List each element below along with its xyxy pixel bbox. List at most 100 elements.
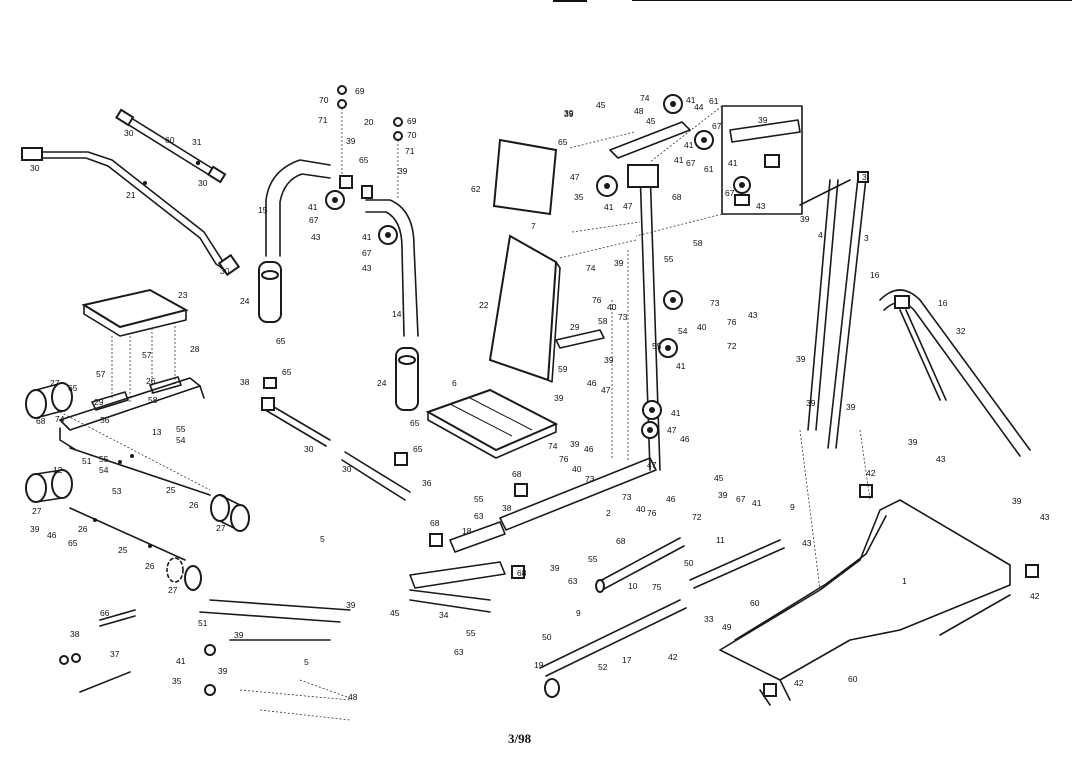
callout-18: 18 bbox=[462, 526, 472, 536]
callout-74b: 74 bbox=[640, 93, 650, 103]
callout-43c: 43 bbox=[756, 201, 766, 211]
callout-49: 49 bbox=[722, 622, 732, 632]
callout-60b: 60 bbox=[750, 598, 760, 608]
callout-39j: 39 bbox=[614, 258, 624, 268]
callout-63c: 63 bbox=[454, 647, 464, 657]
callout-37: 37 bbox=[110, 649, 120, 659]
callout-39e: 39 bbox=[234, 630, 244, 640]
callout-39a: 39 bbox=[30, 524, 40, 534]
callout-43a: 43 bbox=[311, 232, 321, 242]
callout-41a: 41 bbox=[308, 202, 318, 212]
callout-29b: 29 bbox=[570, 322, 580, 332]
callout-16a: 16 bbox=[870, 270, 880, 280]
callout-39m: 39 bbox=[570, 439, 580, 449]
callout-71b: 71 bbox=[405, 146, 415, 156]
callout-40c: 40 bbox=[572, 464, 582, 474]
arm-tube-right bbox=[365, 199, 419, 411]
callout-68d: 68 bbox=[616, 536, 626, 546]
callout-45c: 45 bbox=[714, 473, 724, 483]
callout-14: 14 bbox=[392, 309, 402, 319]
callout-27b: 27 bbox=[32, 506, 42, 516]
callout-73c: 73 bbox=[585, 474, 595, 484]
callout-41b: 41 bbox=[362, 232, 372, 242]
callout-38c: 38 bbox=[502, 503, 512, 513]
callout-47b: 47 bbox=[623, 201, 633, 211]
callout-23: 23 bbox=[178, 290, 188, 300]
callout-59: 59 bbox=[558, 364, 568, 374]
callout-25b: 25 bbox=[118, 545, 128, 555]
callout-46c: 46 bbox=[680, 434, 690, 444]
callout-30b: 30 bbox=[220, 266, 230, 276]
callout-66: 66 bbox=[100, 608, 110, 618]
callout-41g: 41 bbox=[604, 202, 614, 212]
callout-67a: 67 bbox=[309, 215, 319, 225]
callout-24b: 24 bbox=[377, 378, 387, 388]
callout-63b: 63 bbox=[568, 576, 578, 586]
callout-39l: 39 bbox=[554, 393, 564, 403]
callout-46b: 46 bbox=[587, 378, 597, 388]
rear-uprights bbox=[799, 171, 869, 449]
callout-38a: 38 bbox=[70, 629, 80, 639]
callout-48a: 48 bbox=[348, 692, 358, 702]
callout-46a: 46 bbox=[47, 530, 57, 540]
callout-41i: 41 bbox=[676, 361, 686, 371]
callout-16b: 16 bbox=[938, 298, 948, 308]
callout-65b: 65 bbox=[68, 538, 78, 548]
callout-65d: 65 bbox=[359, 155, 369, 165]
callout-34: 34 bbox=[439, 610, 449, 620]
callout-41k: 41 bbox=[752, 498, 762, 508]
callout-40d: 40 bbox=[636, 504, 646, 514]
callout-55b: 55 bbox=[99, 454, 109, 464]
callout-65a: 65 bbox=[68, 383, 78, 393]
callout-71a: 71 bbox=[318, 115, 328, 125]
callout-33: 33 bbox=[704, 614, 714, 624]
callout-62: 62 bbox=[471, 184, 481, 194]
callout-7: 7 bbox=[531, 221, 536, 231]
callout-2: 2 bbox=[606, 508, 611, 518]
callout-45d: 45 bbox=[390, 608, 400, 618]
callout-42b: 42 bbox=[866, 468, 876, 478]
callout-46e: 46 bbox=[666, 494, 676, 504]
callout-44: 44 bbox=[694, 102, 704, 112]
callout-12: 12 bbox=[53, 465, 63, 475]
callout-39c: 39 bbox=[398, 166, 408, 176]
callout-5a: 5 bbox=[320, 534, 325, 544]
callout-39r: 39 bbox=[800, 214, 810, 224]
callout-58b: 58 bbox=[693, 238, 703, 248]
straight-bar bbox=[115, 108, 227, 184]
callout-9b: 9 bbox=[790, 502, 795, 512]
callout-43g: 43 bbox=[936, 454, 946, 464]
callout-55d: 55 bbox=[652, 341, 662, 351]
callout-65e: 65 bbox=[410, 418, 420, 428]
callout-45a: 45 bbox=[596, 100, 606, 110]
callout-41d: 41 bbox=[686, 95, 696, 105]
base-frame bbox=[719, 429, 1039, 706]
callout-56: 56 bbox=[100, 415, 110, 425]
callout-10: 10 bbox=[628, 581, 638, 591]
arm-tube-left bbox=[258, 159, 331, 323]
callout-76a: 76 bbox=[592, 295, 602, 305]
callout-58c: 58 bbox=[598, 316, 608, 326]
callout-30d: 30 bbox=[198, 178, 208, 188]
callout-75: 75 bbox=[652, 582, 662, 592]
center-tubes bbox=[261, 377, 411, 501]
callout-57b: 57 bbox=[96, 369, 106, 379]
callout-67f: 67 bbox=[736, 494, 746, 504]
callout-41e: 41 bbox=[684, 140, 694, 150]
callout-30e: 30 bbox=[304, 444, 314, 454]
callout-67e: 67 bbox=[725, 188, 735, 198]
page-number: 3/98 bbox=[508, 731, 532, 746]
callout-67b: 67 bbox=[362, 248, 372, 258]
callout-39s: 39 bbox=[796, 354, 806, 364]
callout-27a: 27 bbox=[50, 378, 60, 388]
callout-29a: 29 bbox=[94, 397, 104, 407]
callout-47c: 47 bbox=[601, 385, 611, 395]
callout-41h: 41 bbox=[728, 158, 738, 168]
callout-65f: 65 bbox=[282, 367, 292, 377]
callout-30f: 30 bbox=[342, 464, 352, 474]
callout-54c: 54 bbox=[678, 326, 688, 336]
callout-39p: 39 bbox=[908, 437, 918, 447]
callout-3a: 3 bbox=[862, 172, 867, 182]
hardware-group bbox=[59, 599, 351, 721]
